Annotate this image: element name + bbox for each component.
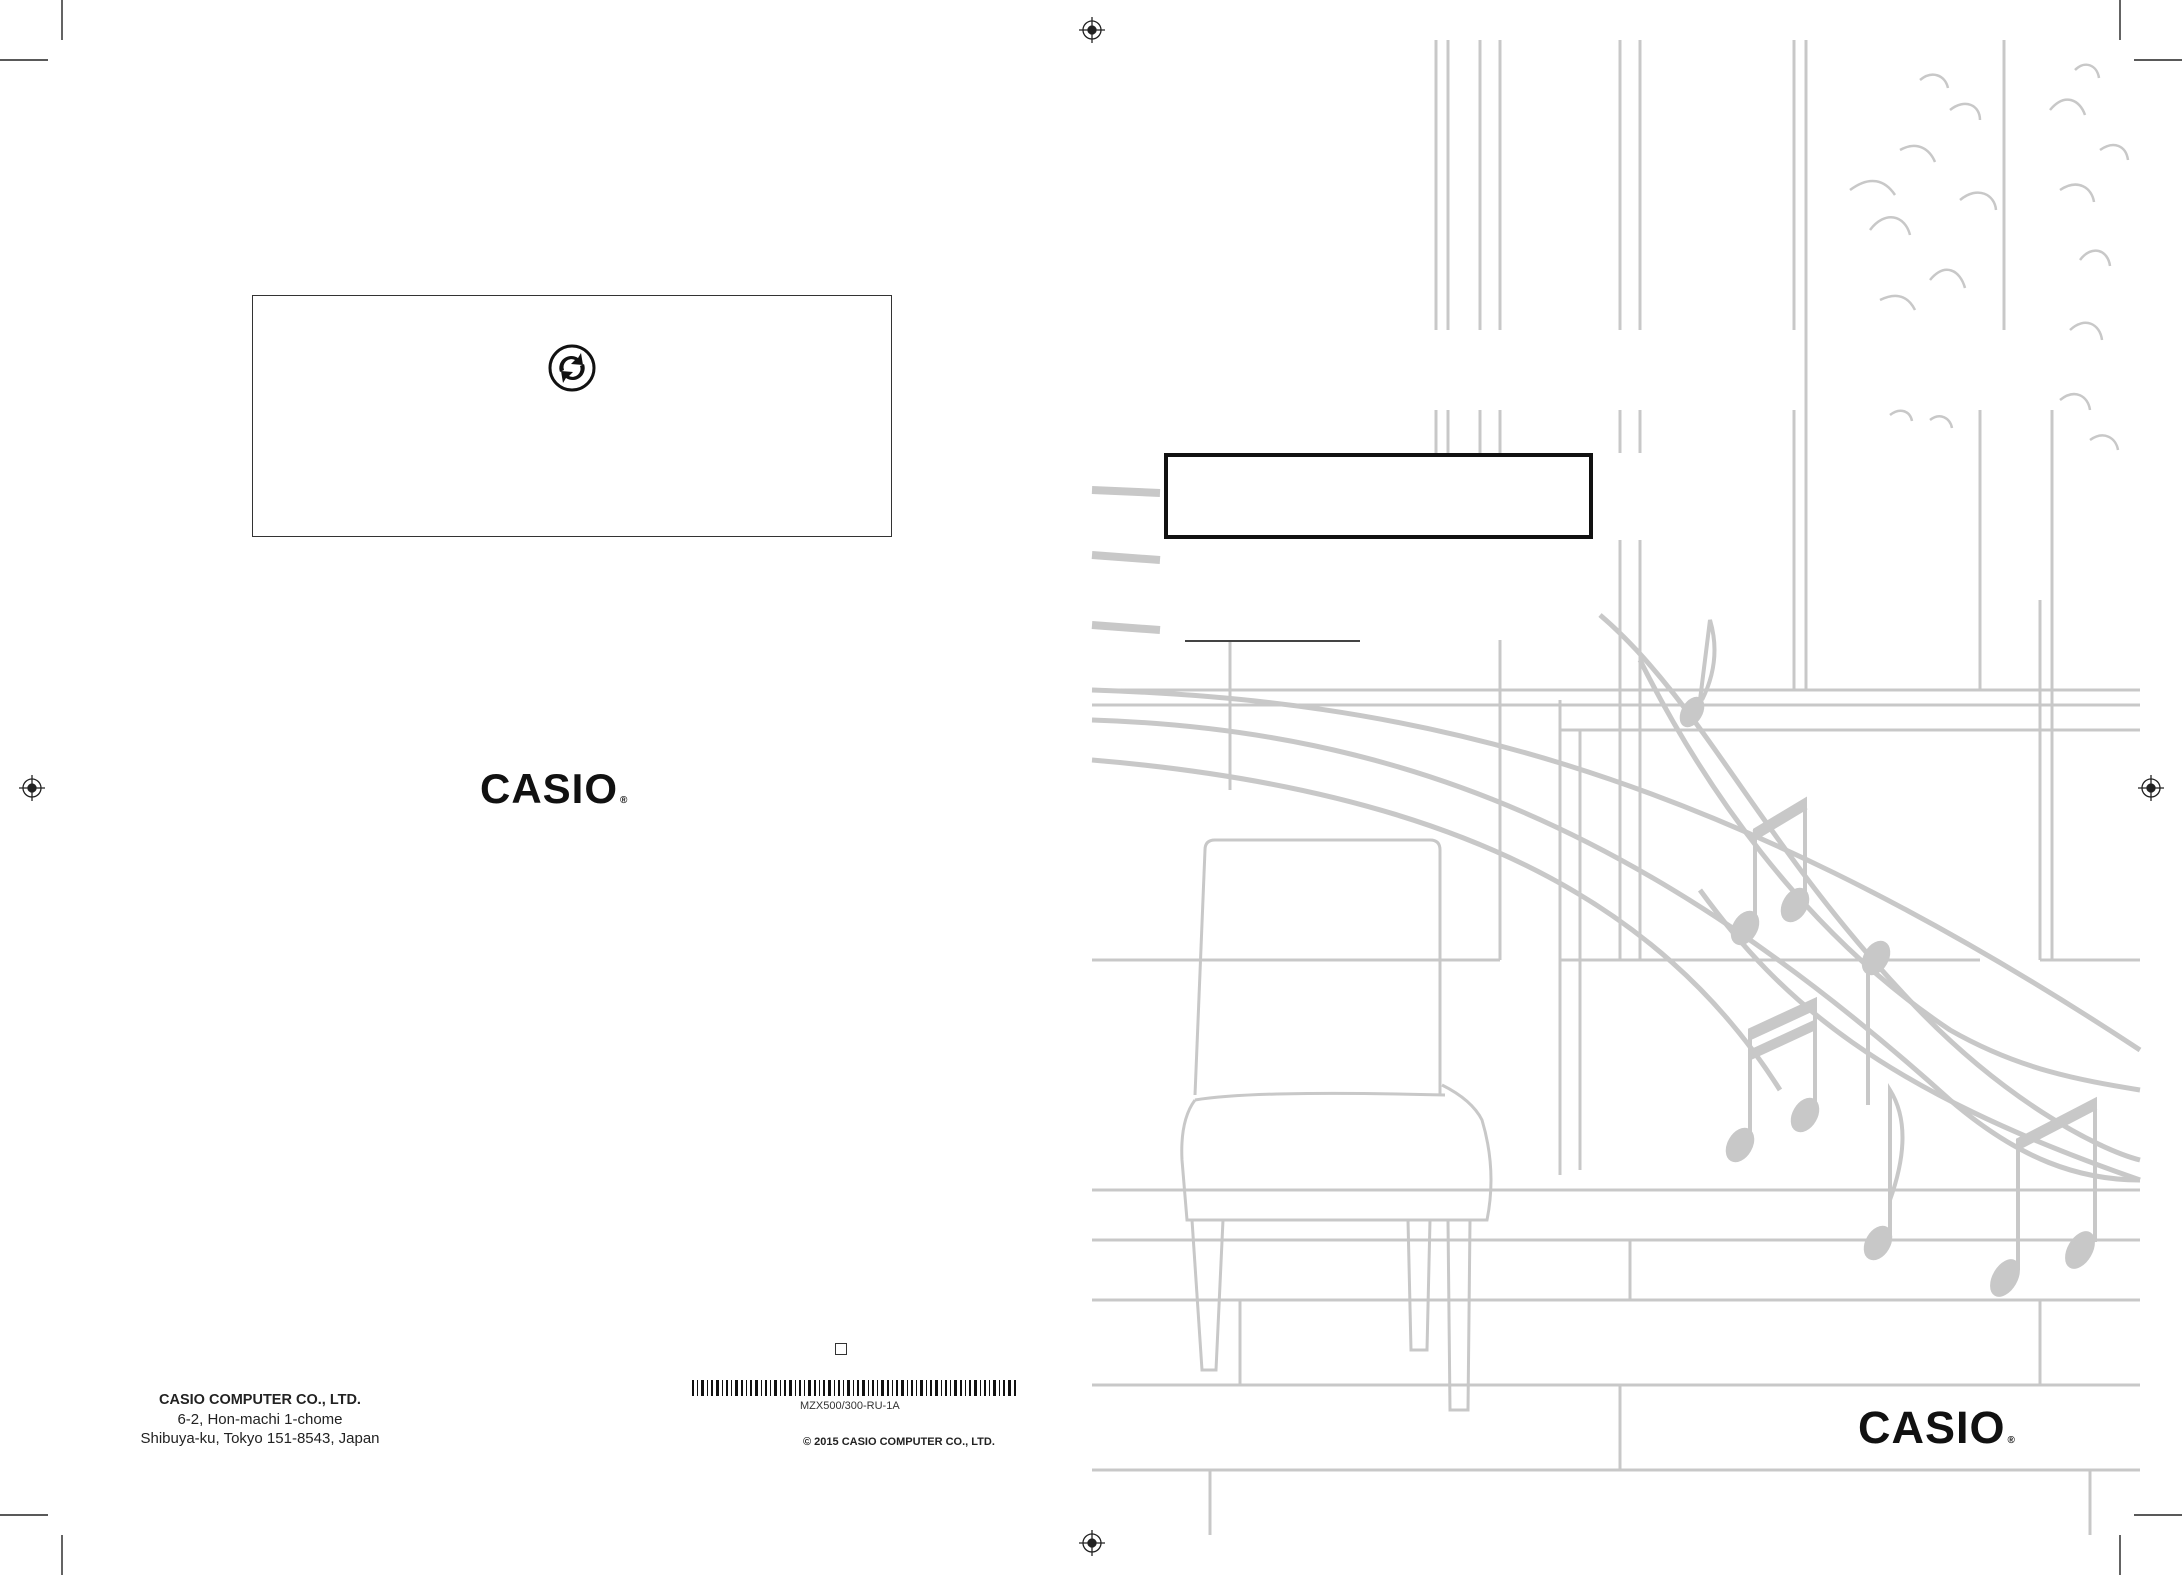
green-dot-recycle-icon (548, 344, 596, 392)
registration-target-icon (2138, 775, 2164, 801)
casio-logo-front: CASIO® (1858, 1402, 2016, 1453)
music-notes-illustration (1679, 619, 2098, 1297)
address-line-1: 6-2, Hon-machi 1-chome (177, 1411, 343, 1428)
address-line-2: Shibuya-ku, Tokyo 151-8543, Japan (140, 1430, 380, 1447)
chair-illustration (1180, 838, 1493, 1412)
cover-underline (1185, 640, 1360, 642)
foliage-decoration (1849, 63, 2130, 451)
company-name: CASIO COMPUTER CO., LTD. (159, 1392, 361, 1408)
registration-target-icon (19, 775, 45, 801)
window-frame (1091, 40, 2140, 1535)
copyright-notice: © 2015 CASIO COMPUTER CO., LTD. (803, 1436, 995, 1448)
cover-title-box (1164, 453, 1593, 539)
casio-logo-back: CASIO® (480, 765, 629, 812)
registration-target-icon (1079, 1530, 1105, 1556)
registration-target-icon (1079, 17, 1105, 43)
recycling-info-box (252, 295, 892, 537)
print-check-box (835, 1343, 847, 1355)
company-address-block: CASIO COMPUTER CO., LTD. 6-2, Hon-machi … (120, 1391, 400, 1448)
barcode (692, 1380, 1016, 1396)
manual-code: MZX500/300-RU-1A (800, 1400, 900, 1412)
